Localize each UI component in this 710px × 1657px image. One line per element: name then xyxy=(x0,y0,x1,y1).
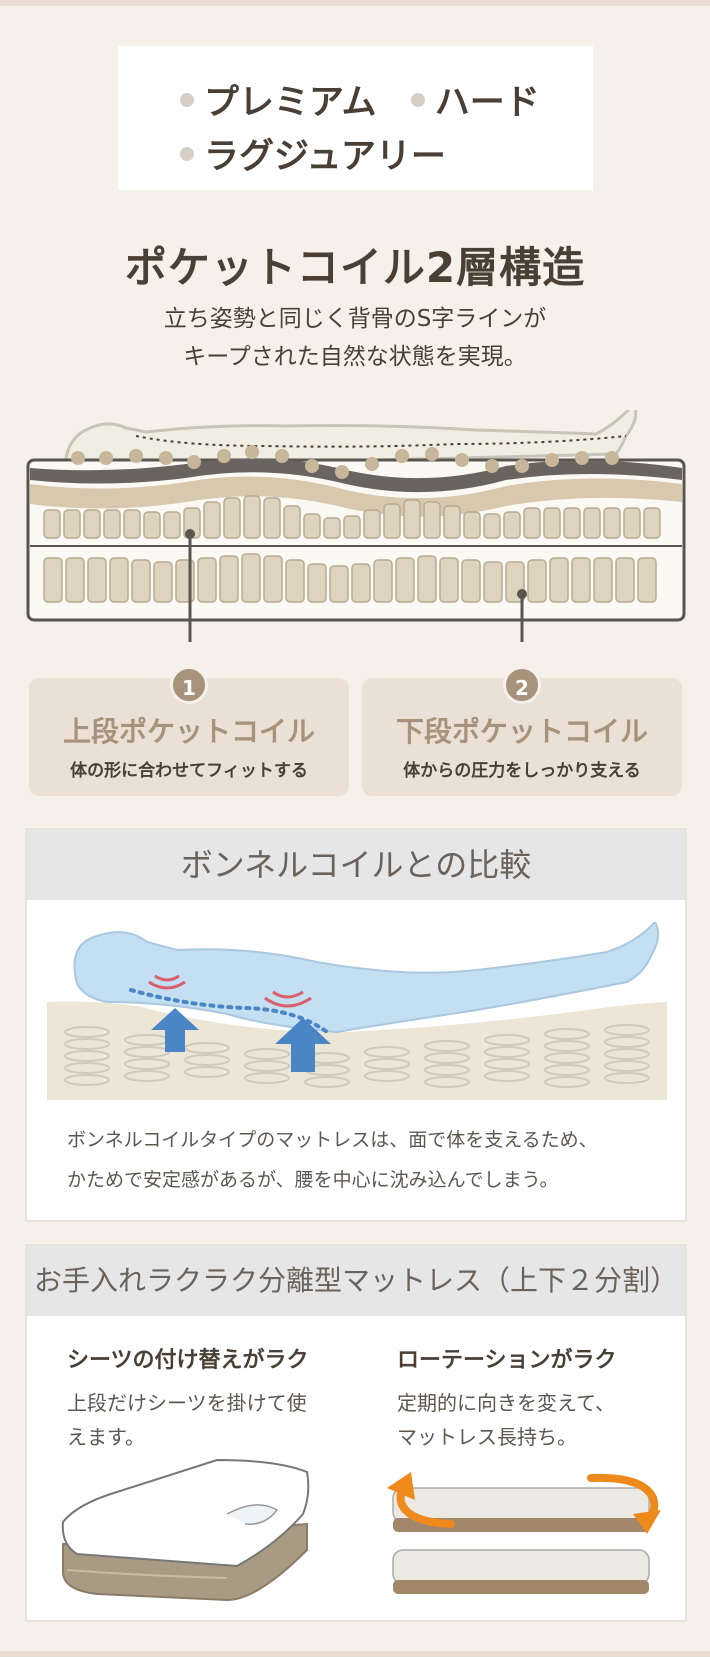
lower-coil-title: 下段ポケットコイル xyxy=(395,715,648,748)
sheet-fold xyxy=(226,1504,279,1525)
sheet-mattress-illustration xyxy=(61,1458,310,1602)
number-badge-2: 2 xyxy=(503,666,541,704)
upper-coil-title: 上段ポケットコイル xyxy=(62,715,315,748)
wavy-cushion-layer xyxy=(30,476,682,517)
bonnell-coil-illustration xyxy=(47,922,667,1100)
up-arrow-icon xyxy=(151,1008,199,1052)
pressure-wave-icon xyxy=(148,974,312,1008)
lower-mattress xyxy=(392,1549,650,1585)
bullet-dot xyxy=(180,92,194,107)
rotation-title: ローテーションがラク xyxy=(397,1348,617,1373)
sinking-spine-line xyxy=(129,988,329,1034)
rotation-description: 定期的に向きを変えて、 マットレス長持ち。 xyxy=(397,1391,615,1449)
feature-tags-box: プレミアム ハード ラグジュアリー xyxy=(118,46,593,190)
pocket-coil-mattress-illustration xyxy=(26,410,686,642)
bullet-dot xyxy=(410,92,425,107)
upper-mattress xyxy=(392,1487,650,1523)
lower-coil-description: 体からの圧力をしっかり支える xyxy=(403,761,641,781)
rotation-column: ローテーションがラク 定期的に向きを変えて、 マットレス長持ち。 xyxy=(397,1342,687,1454)
spine-line xyxy=(135,435,627,448)
bullet-dot xyxy=(180,146,194,161)
bonnell-mattress-base xyxy=(47,1001,667,1100)
top-strip xyxy=(0,0,710,6)
subtitle: 立ち姿勢と同じく背骨のS字ラインが キープされた自然な状態を実現。 xyxy=(0,300,710,376)
lower-coil-card: 2 下段ポケットコイル 体からの圧力をしっかり支える xyxy=(362,666,682,796)
sheet-change-title: シーツの付け替えがラク xyxy=(67,1348,309,1373)
upper-coil-card: 1 上段ポケットコイル 体の形に合わせてフィットする xyxy=(29,666,349,796)
bonnell-comparison-panel: ボンネルコイルとの比較 ボンネルコイルタイプのマットレスは、面で体を支えるため、… xyxy=(25,828,687,1222)
bottom-strip xyxy=(0,1651,710,1657)
comparison-header: ボンネルコイルとの比較 xyxy=(27,830,685,900)
surface-beads xyxy=(71,445,619,479)
subtitle-line-2: キープされた自然な状態を実現。 xyxy=(183,344,527,370)
up-arrow-icon xyxy=(275,1018,331,1072)
upper-coil-description: 体の形に合わせてフィットする xyxy=(70,761,308,781)
subtitle-line-1: 立ち姿勢と同じく背骨のS字ラインが xyxy=(163,306,547,332)
sheet-change-column: シーツの付け替えがラク 上段だけシーツを掛けて使 えます。 xyxy=(67,1342,357,1454)
tag-premium: プレミアム xyxy=(180,74,377,125)
rotation-illustration xyxy=(387,1472,661,1594)
comparison-description: ボンネルコイルタイプのマットレスは、面で体を支えるため、 かためで安定感があるが… xyxy=(67,1129,598,1191)
number-badge-1: 1 xyxy=(170,666,208,704)
tag-line-1: プレミアム ハード xyxy=(180,74,562,125)
separation-header: お手入れラクラク分離型マットレス（上下２分割） xyxy=(27,1246,685,1316)
upper-coil-row xyxy=(43,495,661,539)
tag-luxury: ラグジュアリー xyxy=(180,128,446,179)
page-title: ポケットコイル2層構造 xyxy=(124,243,586,292)
tag-hard: ハード xyxy=(410,74,540,125)
sheet-change-description: 上段だけシーツを掛けて使 えます。 xyxy=(67,1391,307,1449)
tag-line-2: ラグジュアリー xyxy=(180,128,468,179)
sheet-covered-top-mattress xyxy=(61,1458,310,1568)
separable-mattress-panel: お手入れラクラク分離型マットレス（上下２分割） シーツの付け替えがラク 上段だけ… xyxy=(25,1244,687,1622)
